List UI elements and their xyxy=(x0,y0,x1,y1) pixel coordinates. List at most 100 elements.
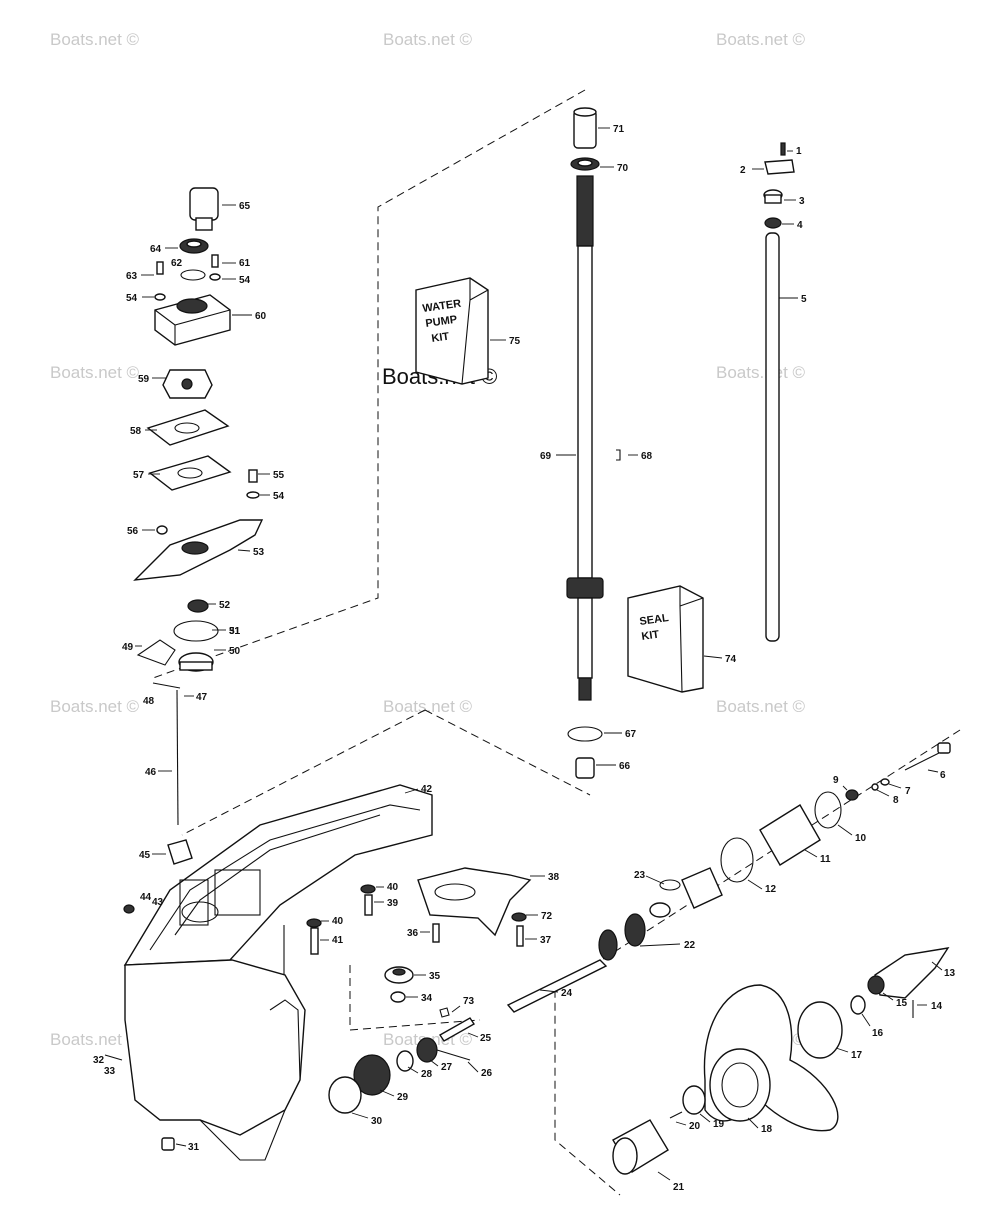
screw-1 xyxy=(780,142,786,156)
seal-kit-box: SEAL KIT xyxy=(627,585,704,693)
seal-52 xyxy=(187,599,209,613)
callout-label: 21 xyxy=(673,1182,685,1193)
gear-27 xyxy=(416,1037,438,1063)
callout-label: 42 xyxy=(421,784,433,795)
callout-label: 16 xyxy=(872,1028,884,1039)
screw-44 xyxy=(123,904,135,914)
clip-73 xyxy=(439,1007,450,1018)
callout-label: 28 xyxy=(421,1069,433,1080)
driveshaft-bearing xyxy=(566,577,604,599)
callout-label: 54 xyxy=(273,491,285,502)
bracket-2 xyxy=(764,159,795,175)
callout-label: 38 xyxy=(548,872,560,883)
housing-body xyxy=(124,959,306,1136)
screw-36 xyxy=(432,923,440,943)
callout-label: 61 xyxy=(239,258,251,269)
bushing-66 xyxy=(575,757,595,779)
callout-label: 7 xyxy=(905,786,911,797)
pin-48 xyxy=(152,682,181,689)
callout-label: 56 xyxy=(127,526,139,537)
callout-label: 1 xyxy=(796,146,802,157)
shift-rod-assembly xyxy=(763,142,795,642)
water-pump-kit-box: WATER PUMP KIT xyxy=(415,277,489,385)
callout-label: 68 xyxy=(641,451,653,462)
callout-label: 46 xyxy=(145,767,157,778)
washer-28 xyxy=(396,1050,414,1072)
callout-label: 31 xyxy=(229,626,241,637)
washer-16 xyxy=(850,995,866,1015)
driveshaft-assembly xyxy=(566,107,621,779)
callout-label: 39 xyxy=(387,898,399,909)
callout-label: 20 xyxy=(689,1121,701,1132)
callout-label: 72 xyxy=(541,911,553,922)
callout-label: 66 xyxy=(619,761,631,772)
callout-label: 40 xyxy=(332,916,344,927)
callout-label: 19 xyxy=(713,1119,725,1130)
callout-label: 60 xyxy=(255,311,267,322)
tube-65 xyxy=(189,187,219,221)
hub-17 xyxy=(797,1001,843,1059)
callout-label: 40 xyxy=(387,882,399,893)
callout-label: 29 xyxy=(397,1092,409,1103)
water-pump-stack xyxy=(133,187,264,865)
watermark: Boats.net © xyxy=(50,1030,140,1049)
ring-23 xyxy=(659,879,681,891)
svg-text:SEAL: SEAL xyxy=(639,612,670,628)
bearing-30 xyxy=(328,1076,362,1114)
callout-label: 73 xyxy=(463,996,475,1007)
callout-label: 26 xyxy=(481,1068,493,1079)
screw-63 xyxy=(156,261,164,275)
driveshaft-69 xyxy=(577,245,593,579)
callout-label: 69 xyxy=(540,451,552,462)
screw-32 xyxy=(104,1054,123,1061)
callout-label: 33 xyxy=(104,1066,116,1077)
callout-label: 71 xyxy=(613,124,625,135)
washer-54 xyxy=(246,491,260,499)
oring-51 xyxy=(173,620,219,642)
coupler-45 xyxy=(167,839,193,865)
callout-label: 36 xyxy=(407,928,419,939)
bearing-housing-11 xyxy=(759,804,821,866)
callout-label: 15 xyxy=(896,998,908,1009)
callout-label: 43 xyxy=(152,897,164,908)
callout-label: 54 xyxy=(126,293,138,304)
callout-label: 23 xyxy=(634,870,646,881)
callout-label: 74 xyxy=(725,654,737,665)
callout-label: 27 xyxy=(441,1062,453,1073)
propshaft-24 xyxy=(506,959,608,1013)
callout-label: 63 xyxy=(126,271,138,282)
plate-57 xyxy=(148,455,232,491)
callout-label: 47 xyxy=(196,692,208,703)
gear-29 xyxy=(353,1054,391,1096)
grouping-lines xyxy=(152,89,961,1196)
callout-label: 24 xyxy=(561,988,573,999)
callout-label: 51 xyxy=(229,626,241,637)
callout-label: 70 xyxy=(617,163,629,174)
watermark: Boats.net © xyxy=(50,363,140,382)
callout-label: 59 xyxy=(138,374,150,385)
callout-label: 41 xyxy=(332,935,344,946)
seal-4 xyxy=(764,217,782,229)
callout-label: 5 xyxy=(801,294,807,305)
callout-label: 53 xyxy=(253,547,265,558)
screw-39 xyxy=(364,894,373,916)
plug-31 xyxy=(161,1137,175,1151)
callout-layer: 1 2 3 4 5 6 7 8 9 10 11 12 13 14 15 16 1… xyxy=(93,124,956,1193)
callout-label: 50 xyxy=(229,646,241,657)
screw-37 xyxy=(516,925,524,947)
washer-7 xyxy=(880,778,890,786)
callout-label: 62 xyxy=(171,258,183,269)
shift-rod-46 xyxy=(176,689,179,826)
watermark: Boats.net © xyxy=(383,697,473,716)
washer-8 xyxy=(871,783,879,791)
pin-26 xyxy=(436,1049,471,1061)
oring-12 xyxy=(720,837,754,883)
callout-label: 2 xyxy=(740,165,746,176)
svg-text:WATER: WATER xyxy=(422,298,462,315)
callout-label: 48 xyxy=(143,696,155,707)
washer-72 xyxy=(511,912,527,922)
pin-25 xyxy=(439,1017,475,1042)
screw-61 xyxy=(211,254,219,268)
callout-label: 4 xyxy=(797,220,803,231)
